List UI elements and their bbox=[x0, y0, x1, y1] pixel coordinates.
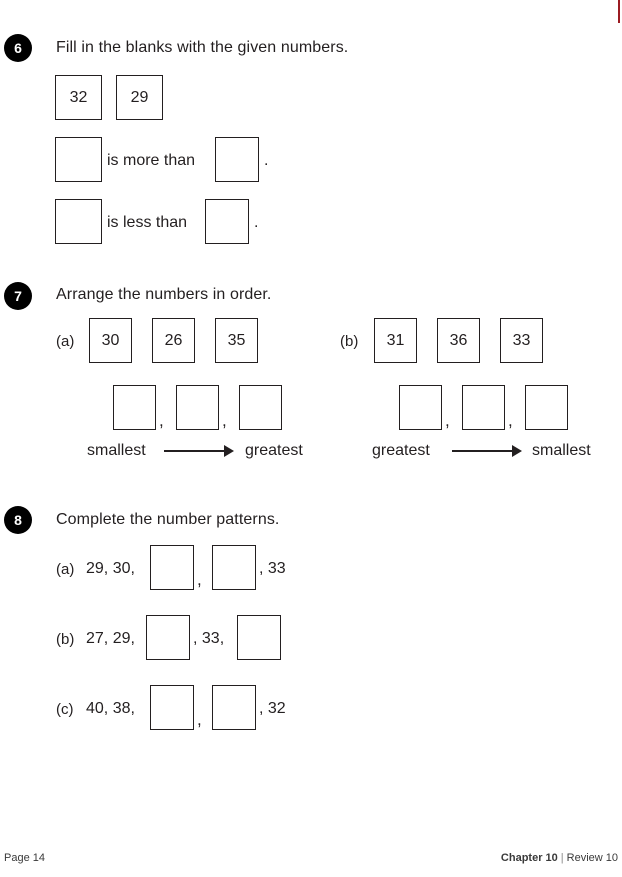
question-number-badge-6: 6 bbox=[4, 34, 32, 62]
question-number-badge-8: 8 bbox=[4, 506, 32, 534]
q7b-answer-box-3[interactable] bbox=[525, 385, 568, 430]
crop-mark bbox=[618, 0, 620, 23]
q7b-answer-box-2[interactable] bbox=[462, 385, 505, 430]
footer-chapter-review: Chapter 10|Review 10 bbox=[501, 852, 618, 864]
q8c-answer-box-2[interactable] bbox=[212, 685, 256, 730]
q7a-comma-2: , bbox=[222, 411, 227, 430]
q7b-comma-2: , bbox=[508, 411, 513, 430]
q7b-comma-1: , bbox=[445, 411, 450, 430]
footer-page-number: Page 14 bbox=[4, 852, 45, 864]
footer-separator: | bbox=[560, 852, 564, 864]
question-8b-label: (b) bbox=[56, 631, 75, 648]
question-8c-label: (c) bbox=[56, 701, 74, 718]
answer-box-less-than-left[interactable] bbox=[55, 199, 102, 244]
q8b-prefix: 27, 29, bbox=[86, 630, 135, 647]
answer-box-more-than-right[interactable] bbox=[215, 137, 259, 182]
question-8-stem: Complete the number patterns. bbox=[56, 511, 280, 528]
more-than-period: . bbox=[264, 152, 269, 169]
q7a-answer-box-2[interactable] bbox=[176, 385, 219, 430]
q8b-middle: , 33, bbox=[193, 630, 225, 647]
q7b-order-to-label: smallest bbox=[532, 442, 591, 459]
q8c-comma-1: , bbox=[197, 710, 202, 729]
q7b-number-box-3: 33 bbox=[500, 318, 543, 363]
q8b-answer-box-1[interactable] bbox=[146, 615, 190, 660]
q7b-arrow-icon bbox=[452, 443, 524, 459]
given-number-box-32: 32 bbox=[55, 75, 102, 120]
q7a-number-box-1: 30 bbox=[89, 318, 132, 363]
less-than-period: . bbox=[254, 214, 259, 231]
q8a-comma-1: , bbox=[197, 570, 202, 589]
q8c-answer-box-1[interactable] bbox=[150, 685, 194, 730]
q8a-answer-box-2[interactable] bbox=[212, 545, 256, 590]
q8a-prefix: 29, 30, bbox=[86, 560, 135, 577]
given-number-box-29: 29 bbox=[116, 75, 163, 120]
footer-review-label: Review 10 bbox=[566, 852, 618, 864]
q7a-comma-1: , bbox=[159, 411, 164, 430]
question-7b-label: (b) bbox=[340, 333, 359, 350]
question-8a-label: (a) bbox=[56, 561, 75, 578]
q8a-suffix: , 33 bbox=[259, 560, 286, 577]
question-7-stem: Arrange the numbers in order. bbox=[56, 286, 272, 303]
less-than-text: is less than bbox=[107, 214, 188, 231]
more-than-text: is more than bbox=[107, 152, 196, 169]
q8c-suffix: , 32 bbox=[259, 700, 286, 717]
q7a-order-to-label: greatest bbox=[245, 442, 303, 459]
q7a-answer-box-1[interactable] bbox=[113, 385, 156, 430]
q7b-number-box-2: 36 bbox=[437, 318, 480, 363]
page-footer: Page 14 Chapter 10|Review 10 bbox=[0, 852, 622, 872]
q7a-number-box-3: 35 bbox=[215, 318, 258, 363]
footer-chapter-label: Chapter 10 bbox=[500, 852, 558, 864]
question-number-badge-7: 7 bbox=[4, 282, 32, 310]
q7a-number-box-2: 26 bbox=[152, 318, 195, 363]
q8c-prefix: 40, 38, bbox=[86, 700, 135, 717]
q7a-arrow-icon bbox=[164, 443, 236, 459]
answer-box-more-than-left[interactable] bbox=[55, 137, 102, 182]
q8a-answer-box-1[interactable] bbox=[150, 545, 194, 590]
answer-box-less-than-right[interactable] bbox=[205, 199, 249, 244]
q8b-answer-box-2[interactable] bbox=[237, 615, 281, 660]
q7a-answer-box-3[interactable] bbox=[239, 385, 282, 430]
question-6-stem: Fill in the blanks with the given number… bbox=[56, 39, 349, 56]
q7b-answer-box-1[interactable] bbox=[399, 385, 442, 430]
question-7a-label: (a) bbox=[56, 333, 75, 350]
q7b-number-box-1: 31 bbox=[374, 318, 417, 363]
q7b-order-from-label: greatest bbox=[372, 442, 430, 459]
q7a-order-from-label: smallest bbox=[87, 442, 146, 459]
